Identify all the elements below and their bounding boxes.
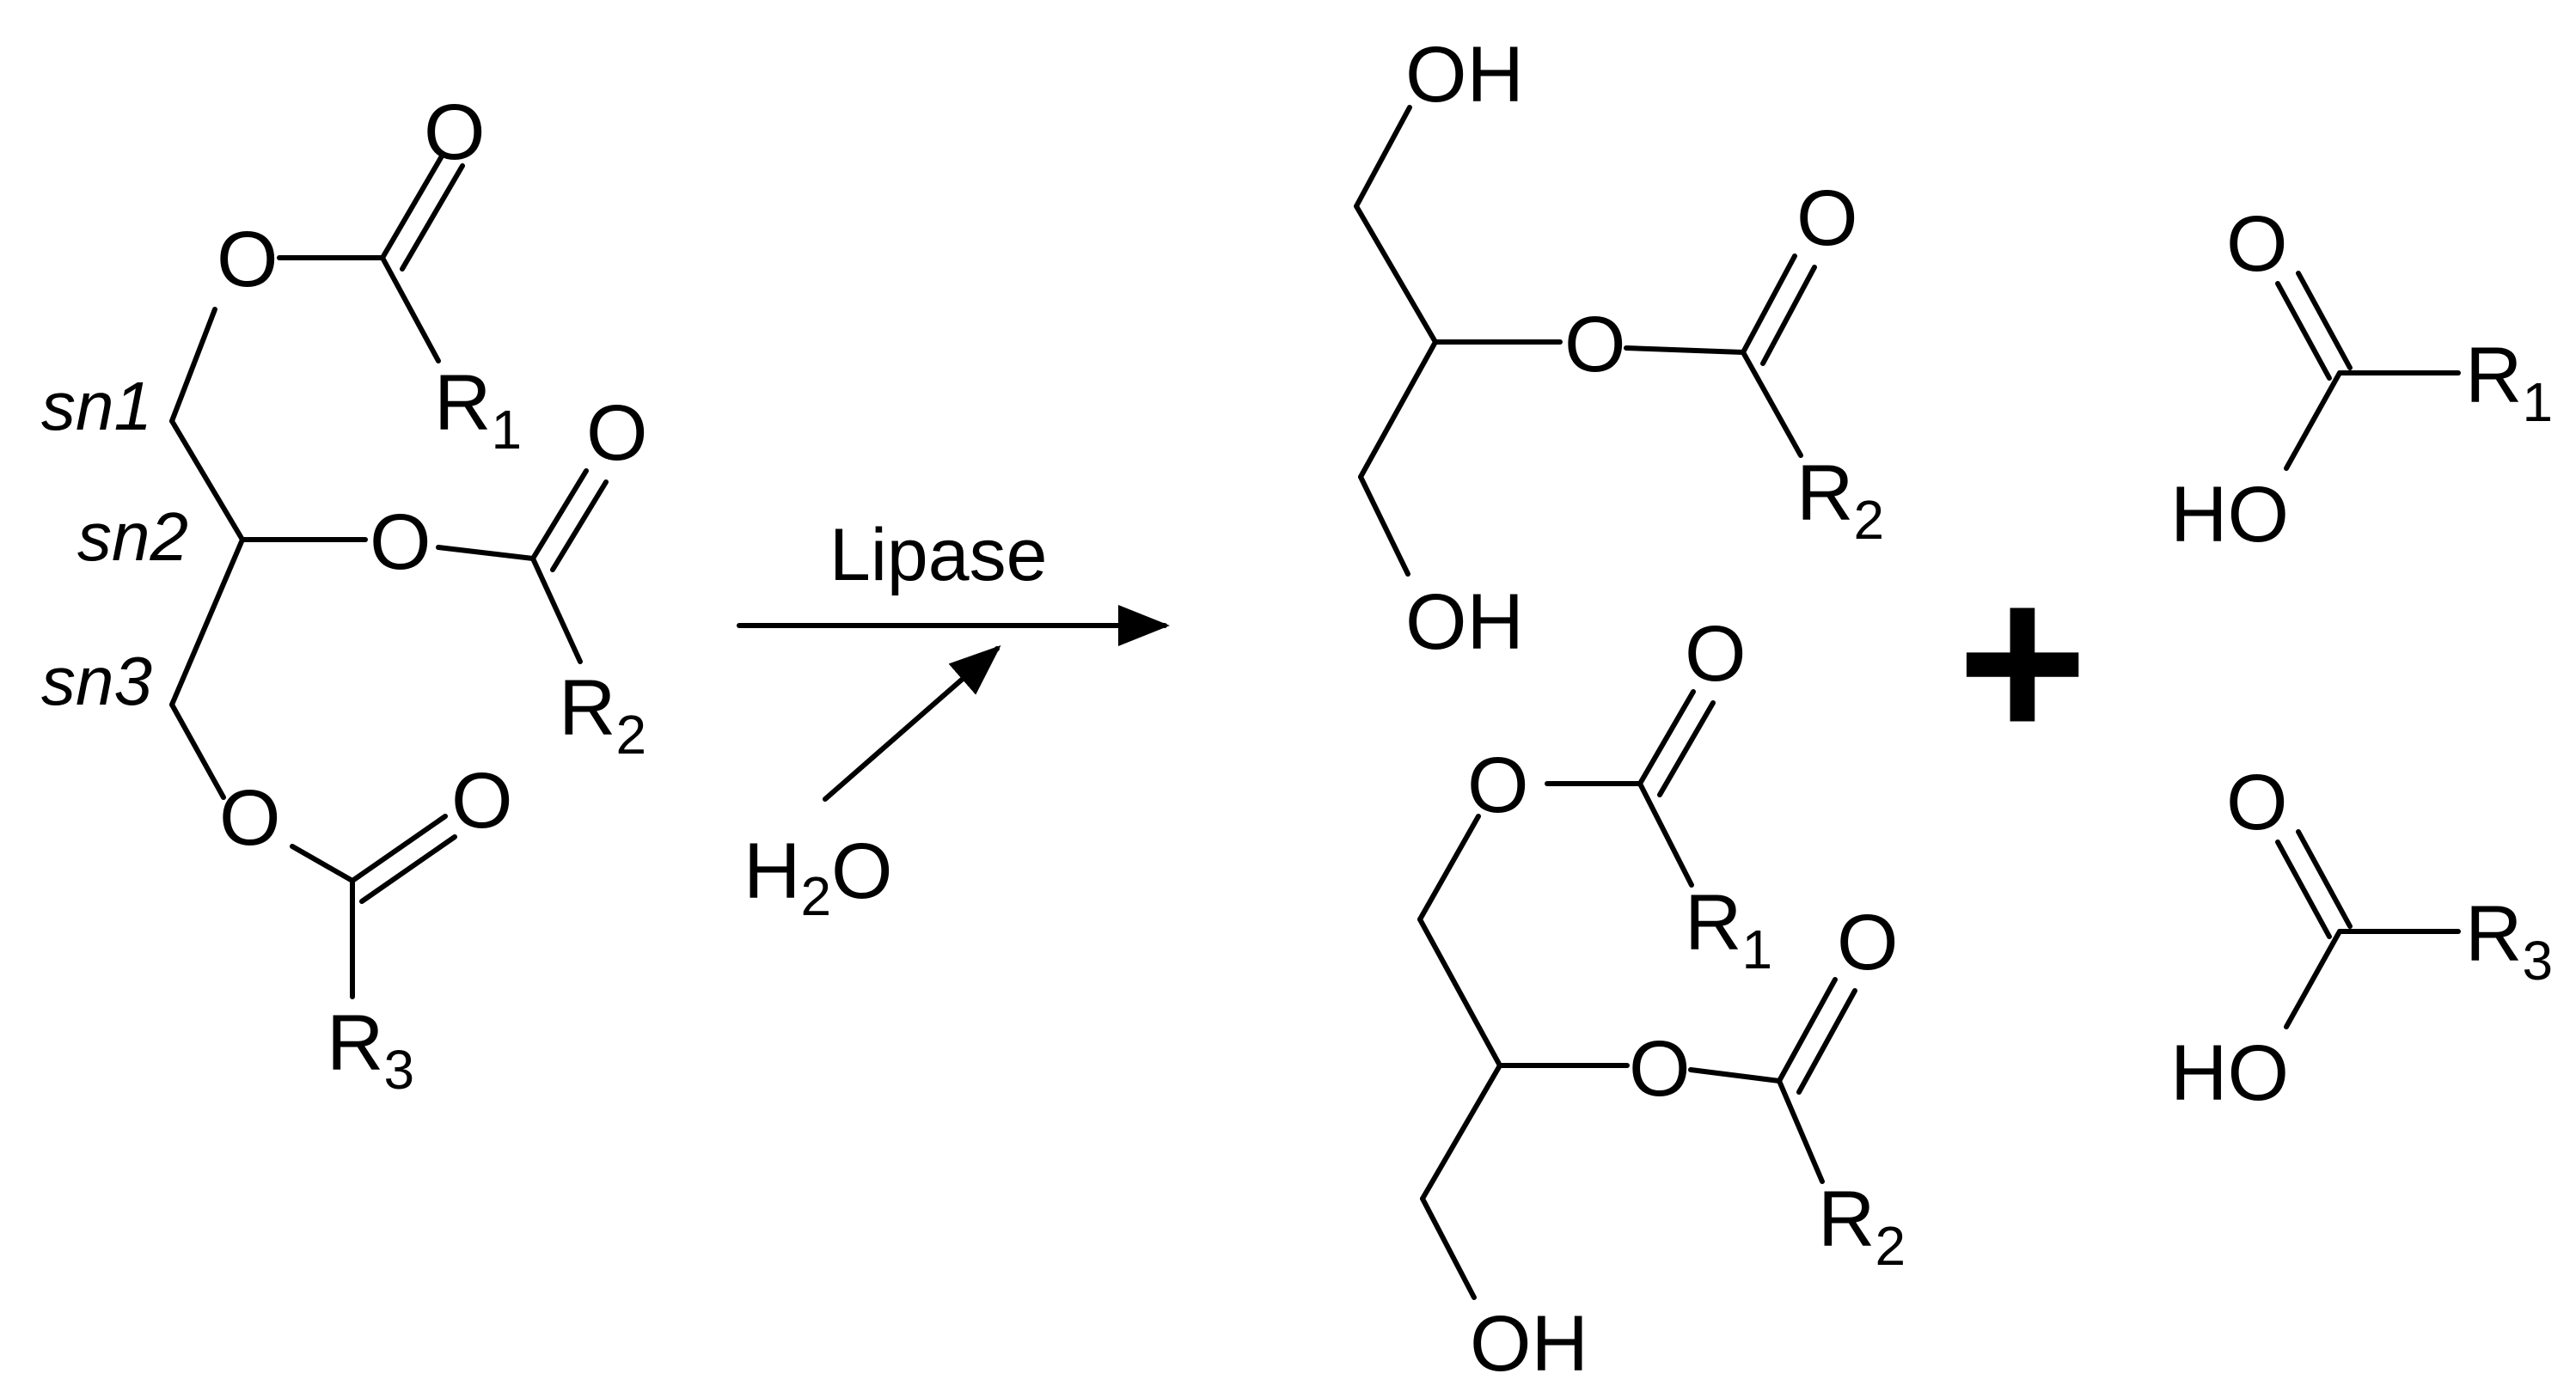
- mag-bottom-hydroxyl: OH: [1405, 578, 1524, 666]
- diacylglycerol-structure: O O R1 O O R2 OH: [1417, 610, 1906, 1388]
- acid-r3-substituent: R3: [2465, 890, 2553, 992]
- triglyceride-bonds: [169, 152, 609, 999]
- sn1-carbonyl-oxygen: O: [424, 89, 486, 176]
- sn3-label: sn3: [41, 643, 152, 719]
- sn1-label: sn1: [41, 368, 152, 444]
- sn3-ester-oxygen: O: [219, 774, 281, 862]
- acid-r1-substituent: R1: [2465, 332, 2553, 433]
- diacylglycerol-bonds: [1417, 689, 1857, 1300]
- water-arrow: [823, 645, 1001, 802]
- dag-ester-oxygen-2: O: [1629, 1025, 1691, 1113]
- acid-r1-carbonyl-oxygen: O: [2226, 200, 2288, 288]
- mag-r2-substituent: R2: [1796, 449, 1884, 551]
- dag-carbonyl-oxygen-2: O: [1837, 899, 1899, 986]
- monoacylglycerol-structure: OH O O R2 OH: [1354, 31, 1884, 666]
- enzyme-label: Lipase: [829, 514, 1047, 596]
- reaction-arrow: Lipase H2O: [737, 514, 1170, 927]
- dag-ester-oxygen-1: O: [1467, 742, 1529, 829]
- mag-top-hydroxyl: OH: [1405, 31, 1524, 119]
- triglyceride-structure: sn1 sn2 sn3 O O R1 O O R2 O O R3: [41, 89, 648, 1101]
- r3-substituent: R3: [327, 999, 414, 1101]
- sn1-ester-oxygen: O: [217, 216, 278, 303]
- acid-r3-carbonyl-oxygen: O: [2226, 759, 2288, 846]
- fatty-acid-r3-structure: O HO R3: [2170, 759, 2553, 1117]
- mag-carbonyl-oxygen: O: [1796, 174, 1858, 262]
- sn3-carbonyl-oxygen: O: [451, 757, 513, 845]
- acid-r3-hydroxyl: HO: [2170, 1029, 2289, 1117]
- dag-r2-substituent: R2: [1818, 1175, 1906, 1277]
- dag-carbonyl-oxygen-1: O: [1685, 610, 1747, 698]
- monoacylglycerol-bonds: [1354, 105, 1817, 577]
- fatty-acid-r3-bonds: [2275, 829, 2461, 1029]
- water-reagent: H2O: [743, 827, 893, 927]
- acid-r1-hydroxyl: HO: [2170, 471, 2289, 559]
- r1-substituent: R1: [434, 359, 522, 461]
- sn2-carbonyl-oxygen: O: [586, 389, 648, 477]
- r2-substituent: R2: [559, 664, 646, 766]
- fatty-acid-r1-bonds: [2275, 271, 2461, 471]
- dag-bottom-hydroxyl: OH: [1470, 1300, 1588, 1388]
- dag-r1-substituent: R1: [1685, 879, 1772, 980]
- fatty-acid-r1-structure: O HO R1: [2170, 200, 2553, 559]
- mag-ester-oxygen: O: [1564, 301, 1626, 388]
- sn2-label: sn2: [77, 498, 188, 575]
- plus-sign: +: [1957, 538, 2088, 787]
- sn2-ester-oxygen: O: [370, 498, 431, 586]
